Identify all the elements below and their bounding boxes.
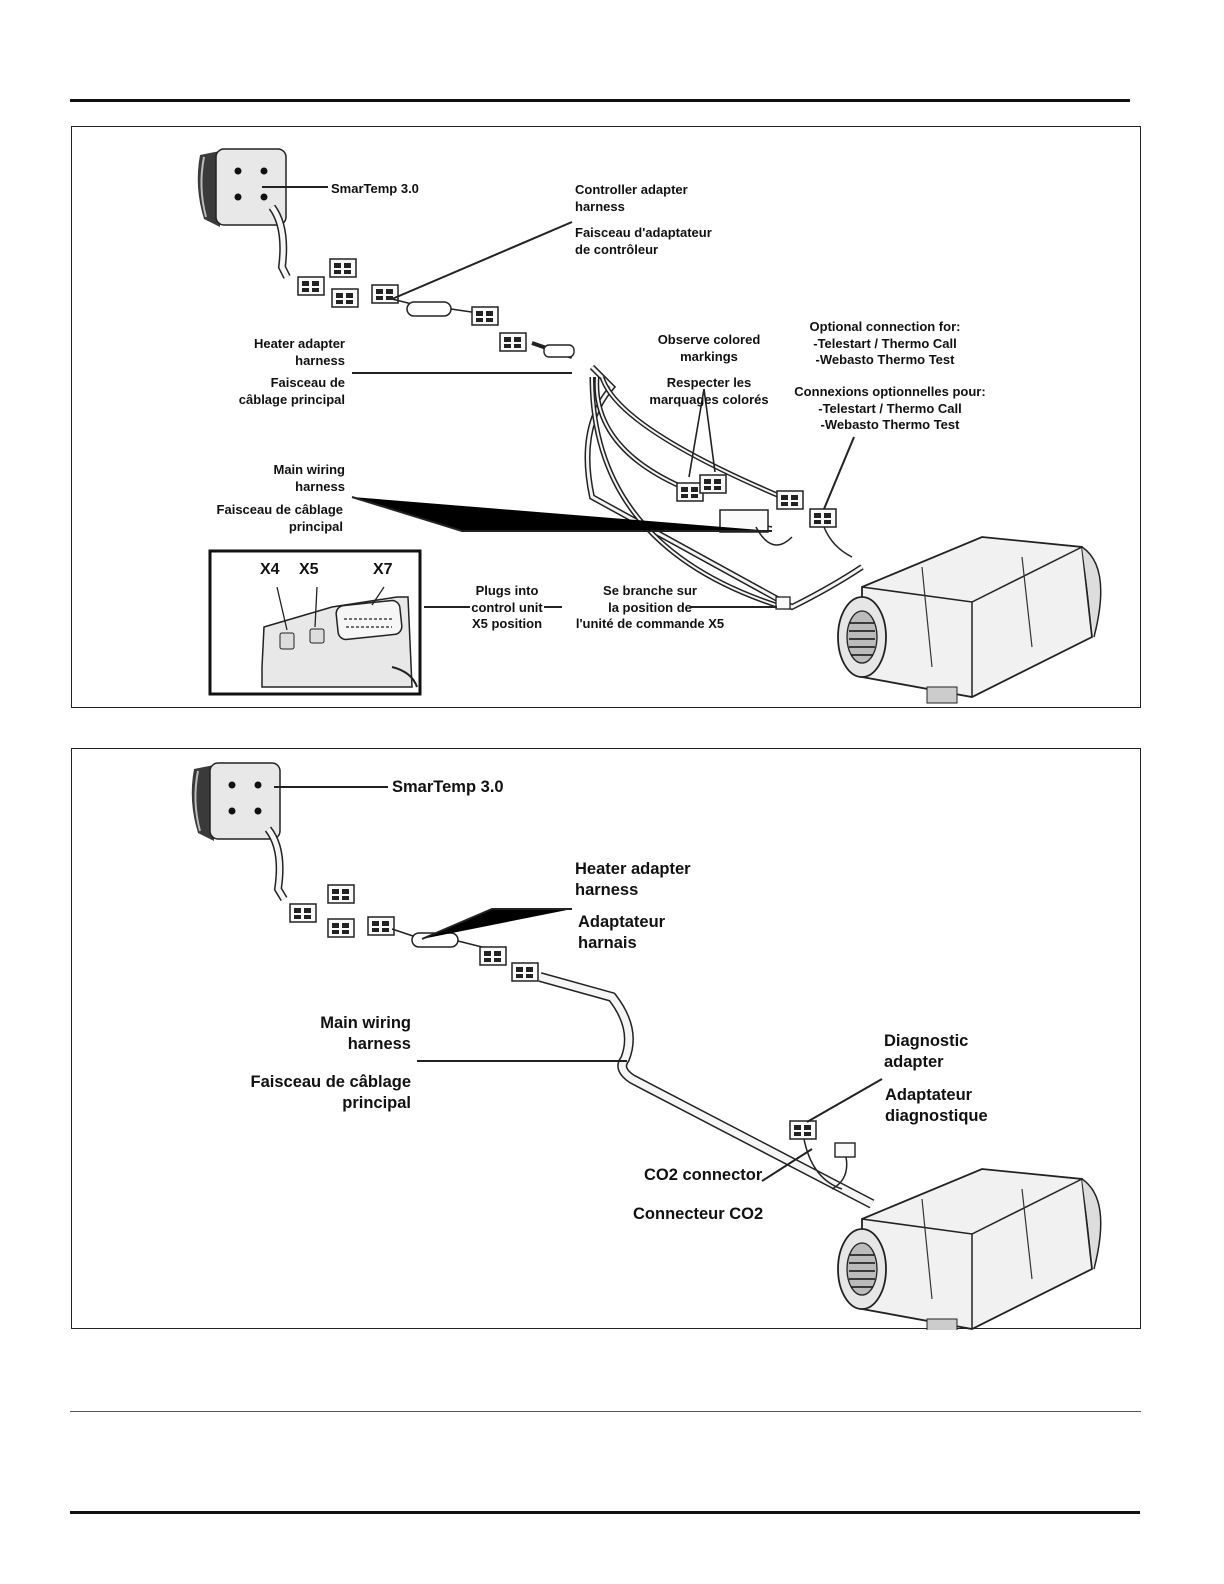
connector-icon [676, 482, 704, 502]
connector-icon [367, 916, 395, 936]
connector-icon [511, 962, 539, 982]
top-rule [70, 99, 1130, 102]
inset-label-x5: X5 [299, 561, 319, 578]
inset-label-x7: X7 [373, 561, 393, 578]
label-smartemp: SmarTemp 3.0 [392, 778, 504, 796]
adapter-sleeve [406, 301, 452, 317]
diagram-top-artwork [196, 148, 1102, 704]
connector-icon [289, 903, 317, 923]
label-smartemp: SmarTemp 3.0 [331, 181, 419, 196]
connector-icon [329, 258, 357, 278]
diagram-bottom-artwork [190, 762, 1102, 1330]
co2-connector-icon [834, 1142, 856, 1158]
label-co2-en: CO2 connector [644, 1166, 763, 1184]
label-optional-en: Optional connection for:-Telestart / The… [809, 319, 961, 368]
connector-icon [471, 306, 499, 326]
connector-icon [297, 276, 325, 296]
connector-icon [327, 918, 355, 938]
label-co2-fr: Connecteur CO2 [633, 1205, 764, 1223]
connector-icon [371, 284, 399, 304]
connector-icon [776, 490, 804, 510]
inset-label-x4: X4 [260, 561, 280, 578]
connector-icon [479, 946, 507, 966]
connector-icon [327, 884, 355, 904]
footer-rule-thick [70, 1511, 1140, 1514]
heater-icon [837, 536, 1102, 704]
footer-rule-thin [70, 1411, 1141, 1412]
connector-icon [699, 474, 727, 494]
connector-icon [499, 332, 527, 352]
connector-icon [331, 288, 359, 308]
label-optional-fr: Connexions optionnelles pour:-Telestart … [794, 384, 986, 433]
diagnostic-adapter-icon [789, 1120, 817, 1140]
smartemp-controller-icon [190, 762, 281, 842]
heater-icon [837, 1168, 1102, 1330]
connector-icon [809, 508, 837, 528]
